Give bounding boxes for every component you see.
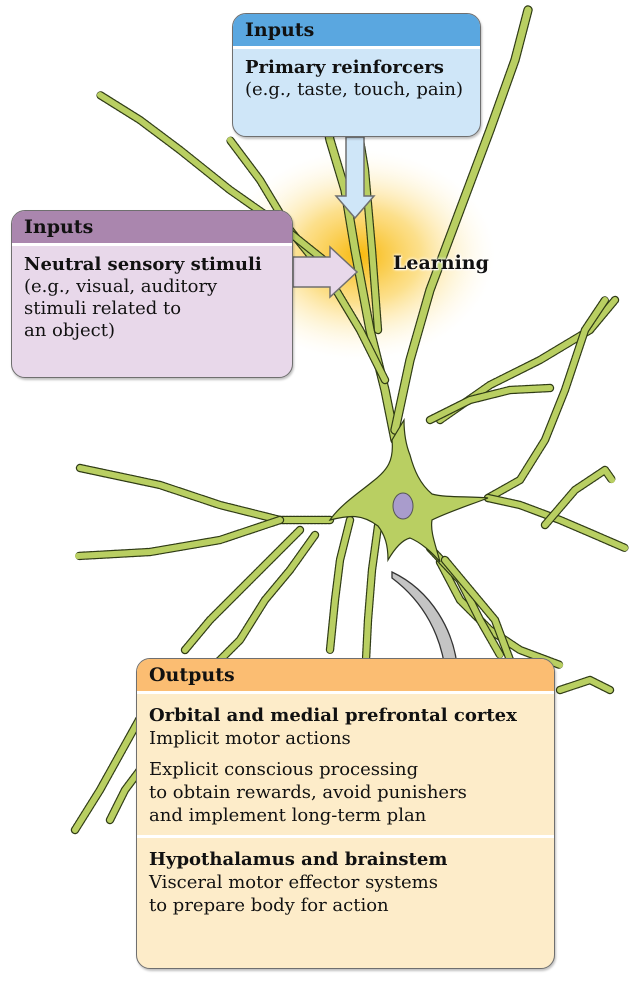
primary-input-arrow bbox=[334, 136, 376, 220]
neutral-input-body: Neutral sensory stimuli (e.g., visual, a… bbox=[12, 246, 292, 350]
dendrite-branch bbox=[327, 517, 353, 653]
dendrite-branch bbox=[363, 523, 381, 663]
outputs-prefrontal-section: Orbital and medial prefrontal cortex Imp… bbox=[137, 694, 554, 838]
dendrite-branch bbox=[316, 86, 399, 444]
cell-body bbox=[328, 417, 489, 563]
primary-reinforcers-input-box: Inputs Primary reinforcers (e.g., taste,… bbox=[232, 13, 481, 137]
outputs-header: Outputs bbox=[137, 659, 554, 694]
soma bbox=[328, 417, 489, 563]
neutral-input-description: (e.g., visual, auditory stimuli related … bbox=[24, 276, 218, 341]
primary-input-description: (e.g., taste, touch, pain) bbox=[245, 79, 464, 100]
dendrite-branch bbox=[391, 6, 532, 434]
dendrite-branch bbox=[485, 297, 608, 501]
dendrite-branch bbox=[182, 527, 303, 653]
dendrite-branch bbox=[557, 677, 613, 693]
prefrontal-title: Orbital and medial prefrontal cortex bbox=[149, 705, 517, 726]
dendrites bbox=[70, 5, 630, 835]
outputs-box: Outputs Orbital and medial prefrontal co… bbox=[136, 658, 555, 969]
outputs-hypothalamus-section: Hypothalamus and brainstem Visceral moto… bbox=[137, 838, 554, 925]
dendrite-branch bbox=[107, 767, 143, 823]
dendrite-branch bbox=[207, 532, 318, 673]
dendrite-outline bbox=[73, 515, 285, 561]
hypothalamus-title: Hypothalamus and brainstem bbox=[149, 849, 448, 870]
prefrontal-explicit-processing: Explicit conscious processing to obtain … bbox=[149, 759, 467, 826]
neutral-input-arrow bbox=[292, 245, 359, 299]
neutral-input-header: Inputs bbox=[12, 211, 292, 246]
dendrite-branch bbox=[77, 465, 333, 523]
neutral-stimuli-input-box: Inputs Neutral sensory stimuli (e.g., vi… bbox=[11, 210, 293, 378]
primary-input-header: Inputs bbox=[233, 14, 480, 49]
prefrontal-implicit-actions: Implicit motor actions bbox=[149, 728, 351, 749]
neutral-input-title: Neutral sensory stimuli bbox=[24, 254, 262, 275]
nucleus bbox=[392, 492, 414, 520]
hypothalamus-description: Visceral motor effector systems to prepa… bbox=[149, 872, 438, 916]
dendrite-branch bbox=[442, 557, 513, 663]
dendrite-branch bbox=[427, 385, 553, 423]
primary-input-body: Primary reinforcers (e.g., taste, touch,… bbox=[233, 49, 480, 109]
primary-input-title: Primary reinforcers bbox=[245, 57, 444, 78]
dendrite-branch bbox=[542, 467, 615, 528]
dendrite-branch bbox=[75, 517, 283, 559]
learning-label: Learning bbox=[393, 252, 489, 274]
dendrite-branch bbox=[485, 495, 628, 551]
dendrite-branch bbox=[227, 137, 388, 383]
